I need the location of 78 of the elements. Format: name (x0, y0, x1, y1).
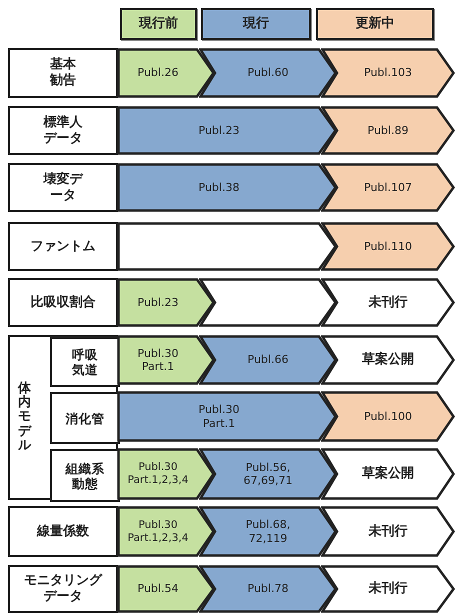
row-label-box (8, 48, 118, 98)
row-label: 壊変データ (42, 172, 84, 204)
stage-label: Publ.30 Part.1,2,3,4 (126, 518, 190, 544)
row-label-box (50, 392, 120, 444)
stage-label: 草案公開 (362, 352, 414, 368)
row-label: 線量係数 (37, 524, 89, 540)
stage-band (199, 448, 337, 500)
stage-label: Publ.107 (364, 180, 412, 194)
row-label-box (8, 163, 118, 212)
stage-band (321, 335, 455, 385)
stage-label: 未刊行 (368, 294, 408, 310)
row-label-box (8, 565, 118, 613)
stage-label: Publ.30 Part.1,2,3,4 (126, 461, 190, 487)
stage-band (321, 565, 455, 613)
row-label-box (50, 449, 120, 502)
stage-band (199, 48, 337, 98)
stage-band (321, 448, 455, 500)
stage-band (117, 163, 337, 212)
stage-band (117, 506, 215, 557)
stage-label: Publ.110 (364, 240, 412, 254)
column-header-box (120, 8, 197, 40)
stage-band (199, 278, 337, 327)
stage-band (321, 163, 455, 212)
row-label-box (50, 337, 120, 387)
stage-band (117, 48, 215, 98)
stage-label: Publ.38 (198, 180, 240, 194)
stage-label: Publ.68, 72,119 (244, 518, 292, 545)
stage-band (321, 391, 455, 442)
row-label: 消化管 (66, 410, 104, 426)
stage-label: Publ.56, 67,69,71 (242, 460, 294, 488)
row-label-box (8, 278, 118, 327)
stage-band (321, 48, 455, 98)
column-header: 現行前 (139, 16, 178, 32)
row-label-box (8, 506, 118, 557)
row-label: 比吸収割合 (30, 294, 96, 310)
stage-label: 草案公開 (362, 466, 414, 482)
stage-band (199, 335, 337, 385)
stage-label: Publ.30 Part.1 (198, 403, 240, 430)
stage-band (117, 448, 215, 500)
stage-band (117, 106, 337, 155)
row-label: モニタリングデータ (23, 573, 104, 605)
stage-band (117, 222, 337, 271)
column-header: 更新中 (356, 16, 394, 32)
stage-label: Publ.78 (248, 582, 288, 596)
stage-label: Publ.30 Part.1 (136, 346, 180, 374)
stage-band (117, 335, 215, 385)
stage-label: Publ.26 (138, 66, 178, 80)
stage-band (321, 506, 455, 557)
stage-label: Publ.103 (364, 66, 412, 80)
stage-band (117, 278, 215, 327)
stage-band (199, 565, 337, 613)
stage-band (117, 565, 215, 613)
stage-label: 未刊行 (368, 524, 408, 540)
stage-label: Publ.23 (138, 296, 178, 310)
column-header: 現行 (243, 16, 269, 32)
stage-label: Publ.100 (364, 410, 412, 424)
row-label: 標準人データ (42, 114, 84, 146)
row-label-box (8, 106, 118, 155)
group-label: 体内モデル (18, 382, 31, 454)
stage-label: Publ.54 (138, 582, 178, 596)
row-label-box (8, 222, 118, 271)
column-header-box (316, 8, 434, 40)
stage-band (321, 222, 455, 271)
stage-label: 未刊行 (368, 581, 408, 597)
stage-band (117, 391, 337, 442)
stage-label: Publ.66 (248, 353, 288, 367)
stage-band (199, 506, 337, 557)
group-label-box (8, 335, 118, 500)
row-label: 組織系動態 (64, 460, 106, 490)
column-header-box (201, 8, 311, 40)
stage-label: Publ.23 (198, 124, 240, 138)
stage-label: Publ.60 (248, 66, 288, 80)
stage-band (321, 106, 455, 155)
row-label: ファントム (30, 238, 96, 254)
row-label: 呼吸気道 (72, 347, 98, 377)
row-label: 基本勧告 (49, 57, 77, 89)
stage-band (321, 278, 455, 327)
stage-label: Publ.89 (368, 124, 408, 138)
